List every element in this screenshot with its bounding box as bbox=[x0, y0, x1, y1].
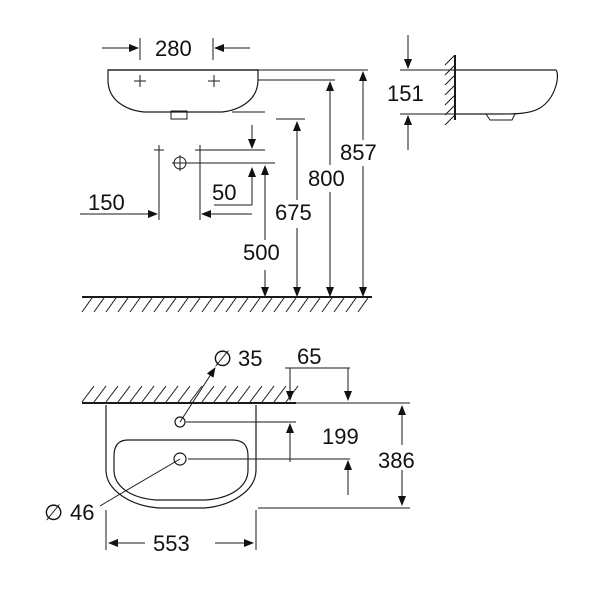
front-elevation: 280 bbox=[80, 36, 377, 313]
hatch-line bbox=[213, 297, 225, 313]
dim-386-label: 386 bbox=[378, 448, 415, 473]
hatch-line bbox=[129, 385, 143, 403]
hatch-line bbox=[273, 385, 287, 403]
dim-199: 199 bbox=[286, 423, 359, 495]
floor-hatch bbox=[81, 296, 372, 313]
hatch-line bbox=[444, 104, 456, 116]
hatch-line bbox=[177, 297, 189, 313]
dim-553: 553 bbox=[105, 510, 257, 556]
dim-675: 675 bbox=[275, 121, 312, 297]
hatch-line bbox=[201, 297, 213, 313]
hatch-line bbox=[225, 385, 239, 403]
hatch-line bbox=[249, 297, 261, 313]
dim-857-label: 857 bbox=[340, 140, 377, 165]
supply-left bbox=[154, 145, 164, 220]
dim-280-label: 280 bbox=[155, 36, 192, 61]
hatch-line bbox=[249, 385, 263, 403]
hatch-line bbox=[153, 297, 165, 313]
hatch-line bbox=[285, 297, 297, 313]
hatch-line bbox=[165, 297, 177, 313]
dim-151: 151 bbox=[387, 35, 455, 150]
dim-35-label: 35 bbox=[238, 346, 262, 371]
hatch-line bbox=[261, 297, 273, 313]
hatch-line bbox=[141, 297, 153, 313]
hatch-line bbox=[237, 385, 251, 403]
plan-view: ∅ 35 ∅ 46 65 bbox=[44, 344, 415, 556]
tap-hole: ∅ 35 bbox=[174, 346, 262, 428]
dim-800: 800 bbox=[258, 79, 345, 297]
dim-280: 280 bbox=[102, 36, 250, 61]
dim-diameter-35: ∅ 35 bbox=[213, 346, 262, 371]
dim-386: 386 bbox=[378, 405, 415, 506]
dim-50-label: 50 bbox=[212, 180, 236, 205]
dim-500: 500 bbox=[243, 165, 280, 297]
dim-800-label: 800 bbox=[308, 166, 345, 191]
side-view: 151 bbox=[387, 35, 559, 150]
dim-50: 50 bbox=[201, 125, 256, 218]
hatch-line bbox=[444, 94, 456, 106]
hatch-line bbox=[153, 385, 167, 403]
hatch-line bbox=[444, 84, 456, 96]
hatch-line bbox=[165, 385, 179, 403]
hatch-line bbox=[225, 297, 237, 313]
supply-right bbox=[195, 145, 205, 220]
hatch-line bbox=[81, 385, 95, 403]
dim-199-label: 199 bbox=[322, 424, 359, 449]
dim-diameter-46: ∅ 46 bbox=[44, 500, 94, 525]
hatch-line bbox=[189, 297, 201, 313]
hatch-line bbox=[345, 297, 357, 313]
dim-857: 857 bbox=[340, 71, 377, 297]
dim-553-label: 553 bbox=[153, 531, 190, 556]
hatch-line bbox=[141, 385, 155, 403]
dim-46-label: 46 bbox=[70, 500, 94, 525]
hatch-line bbox=[297, 297, 309, 313]
dim-675-label: 675 bbox=[275, 200, 312, 225]
hatch-line bbox=[444, 114, 456, 126]
hatch-line bbox=[261, 385, 275, 403]
diameter-symbol-35: ∅ bbox=[213, 346, 232, 371]
dim-151-label: 151 bbox=[387, 81, 424, 106]
hatch-line bbox=[81, 297, 93, 313]
drain-hole: ∅ 46 bbox=[44, 452, 187, 525]
hatch-line bbox=[117, 385, 131, 403]
tap-hole-left bbox=[134, 75, 146, 87]
dim-65-label: 65 bbox=[297, 344, 321, 369]
hatch-line bbox=[177, 385, 191, 403]
hatch-line bbox=[105, 385, 119, 403]
hatch-line bbox=[321, 297, 333, 313]
hatch-line bbox=[444, 74, 456, 86]
basin-front bbox=[107, 69, 259, 120]
hatch-line bbox=[237, 297, 249, 313]
hatch-line bbox=[201, 385, 215, 403]
hatch-line bbox=[93, 385, 107, 403]
hatch-line bbox=[444, 54, 456, 66]
hatch-line bbox=[333, 297, 345, 313]
waste-outlet bbox=[172, 155, 188, 171]
dim-500-label: 500 bbox=[243, 240, 280, 265]
hatch-line bbox=[93, 297, 105, 313]
hatch-line bbox=[117, 297, 129, 313]
hatch-line bbox=[285, 385, 299, 403]
hatch-line bbox=[273, 297, 285, 313]
hatch-line bbox=[309, 297, 321, 313]
hatch-line bbox=[357, 297, 369, 313]
hatch-line bbox=[213, 385, 227, 403]
tap-hole-right bbox=[208, 75, 220, 87]
dim-65: 65 bbox=[285, 344, 352, 401]
hatch-line bbox=[105, 297, 117, 313]
diameter-symbol-46: ∅ bbox=[44, 500, 63, 525]
hatch-line bbox=[129, 297, 141, 313]
dim-150: 150 bbox=[80, 190, 158, 218]
dim-150-label: 150 bbox=[88, 190, 125, 215]
hatch-line bbox=[189, 385, 203, 403]
